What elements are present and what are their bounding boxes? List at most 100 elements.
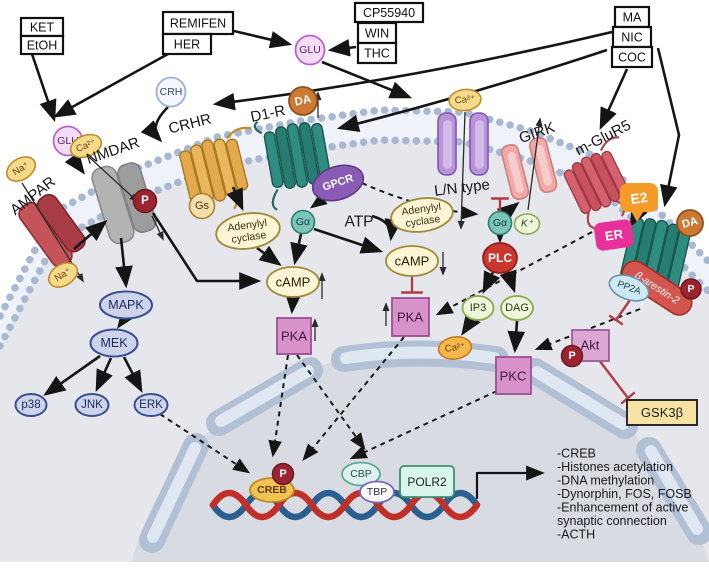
glu-center-label: GLU [299,44,321,56]
arrow-drugs-to-crhr [212,30,613,111]
ampar-receptor [18,193,86,268]
camp-2: cAMP [385,245,439,277]
cbp: CBP [341,461,381,487]
ip3: IP3 [461,295,495,321]
signal-arrows [30,29,681,499]
drug-box-etoh [19,34,65,56]
ca-influx-nmdar-arrow2 [151,215,164,241]
plc-label: PLC [488,251,512,265]
thc-label: THC [364,47,390,61]
ca-ion-cytosol: Ca²⁺ [437,336,473,360]
drug-boxes [19,1,654,69]
cbp-label: CBP [350,468,372,480]
arrow-mek-to-erk [122,356,143,393]
barr-phospho-label: P [687,283,694,295]
arrow-crh-to-crhr [140,106,169,143]
ma-label: MA [623,11,642,25]
arrow-dna-to-effects [475,465,545,499]
arrow-galpha-to-camp2 [313,227,384,254]
remifen-label: REMIFEN [170,17,226,31]
barr-phospho: P [680,278,702,300]
effect-line-3: -DNA methylation [557,474,654,488]
arrow-nic-to-d2r [656,47,681,208]
camp-1: cAMP [266,266,320,298]
akt-phospho: P [560,344,584,368]
crhr-label: CRHR [167,110,213,137]
arrow-glu-to-ampar [64,151,85,175]
pka1-label: PKA [281,329,307,344]
k-efflux-girk-arrow [527,117,543,211]
da1-label: DA [294,93,313,108]
effect-line-6: synaptic connection [557,514,667,528]
arrow-camp-to-pka [284,291,303,315]
da-on-d2r: DA [676,209,704,237]
effect-line-5: -Enhancement of active [557,501,688,515]
drug-box-thc [356,41,398,65]
ca-ion-nmdar: Ca²⁺ [69,133,103,159]
girk-channel [500,136,558,201]
arrow-galpha2-to-girk [496,201,520,223]
etoh-label: EtOH [27,39,58,53]
erk: ERK [133,393,169,417]
inhibit-pp2a-akt [608,298,632,326]
camp1-label: cAMP [276,275,311,290]
ac1-line1: Adenylyl [227,217,268,234]
plc: PLC [482,242,518,274]
arrow-ip3-to-ca [461,312,481,336]
arrow-plc-to-ip3 [482,270,501,294]
gsk3b-label: GSK3β [641,405,683,420]
na-ion-in: Na⁺ [47,262,79,288]
mek-label: MEK [100,336,128,350]
nmdar-phospho-label: P [141,195,149,207]
tbp: TBP [359,480,395,504]
arrow-p-to-camp [151,212,262,290]
arrow-dag-to-pkc [507,320,526,354]
effect-line-7: -ACTH [557,528,595,542]
atp-label: ATP [345,214,374,231]
pp2a: PP2A [608,274,650,302]
creb-phospho: P [271,462,295,486]
arrow-mek-to-p38 [43,354,101,396]
adenylyl-cyclase-1: Adenylyl cyclase [215,212,281,250]
ca-ion-ln: Ca²⁺ [448,88,482,112]
arrow-ket-to-glu [30,53,57,123]
polr2: POLR2 [399,465,455,498]
akt-phospho-label: P [568,350,575,362]
jnk: JNK [74,393,110,417]
drug-box-coc [610,45,654,69]
arrow-atp-to-camp2 [371,214,403,242]
arrow-remifen-to-glu-center [233,29,293,49]
dashed-pka-to-cbp [296,354,366,451]
arrow-coc-to-mglur5 [599,68,629,131]
dashed-pka-to-creb [268,354,289,458]
gs-protein: Gs [188,192,216,220]
mapk: MAPK [99,290,153,320]
ln-type-label: L/N type [433,176,491,200]
k-ion: K⁺ [513,213,541,235]
d1r-receptor [253,120,331,211]
pkc: PKC [495,356,532,395]
arrow-mapk-to-mek [117,305,138,329]
arrow-remifen-to-glu-left [53,52,169,118]
win-label: WIN [365,27,389,41]
mglur5-receptor [563,136,629,230]
gpcr-blob: GPCR [311,164,365,202]
arrow-crhr-to-ac [226,186,244,212]
arrow-nmdar-to-mapk [115,237,133,289]
inhibition-lines [400,197,636,405]
akt-label: Akt [581,338,600,353]
cp55940-label: CP55940 [363,6,415,20]
ln-type-channel [437,112,489,176]
ca-influx-nmdar-arrow [88,156,139,203]
dashed-erk-to-creb [159,413,251,474]
p38: p38 [14,393,48,417]
ac2-line1: Adenylyl [401,201,442,218]
galpha-2: Gα [487,210,513,236]
dashed-pka2-to-creb [302,336,405,461]
da2-label: DA [681,215,699,231]
ac2-line2: cyclase [405,213,442,230]
arrow-glu-to-cell [321,60,413,99]
creb-label: CREB [257,484,287,496]
